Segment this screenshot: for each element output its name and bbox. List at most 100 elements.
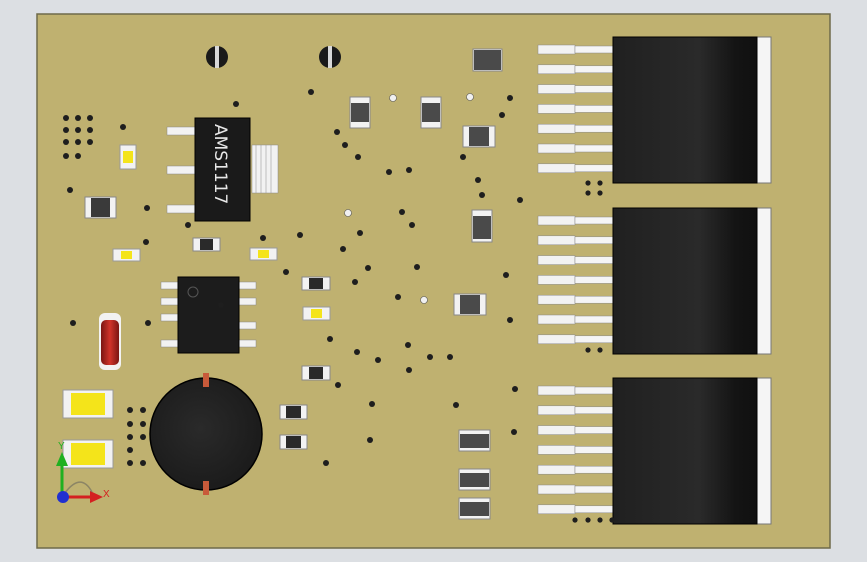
via-4	[63, 127, 69, 133]
via-13	[67, 187, 73, 193]
mosfet-3	[537, 377, 772, 525]
via-54	[386, 169, 392, 175]
via-18	[297, 232, 303, 238]
via-58	[342, 142, 348, 148]
via-cluster-5	[585, 347, 591, 353]
yellow-led-large-2	[62, 439, 114, 469]
smd-cap-10	[462, 125, 496, 148]
soic8-chip	[160, 276, 257, 354]
via-3	[87, 115, 93, 121]
via-6	[87, 127, 93, 133]
regulator-label: AMS1117	[210, 124, 230, 204]
via-5	[75, 127, 81, 133]
via-17	[260, 235, 266, 241]
via-26	[283, 269, 289, 275]
smd-cap-11	[471, 209, 493, 243]
smd-cap-6	[279, 434, 308, 450]
via-40	[511, 429, 517, 435]
yellow-led-small-3	[249, 247, 278, 261]
via-57	[334, 129, 340, 135]
via-14	[144, 205, 150, 211]
via-50	[140, 460, 146, 466]
via-35	[335, 382, 341, 388]
yellow-led-large-1	[62, 389, 114, 419]
via-42	[140, 407, 146, 413]
via-52	[145, 320, 151, 326]
via-67	[308, 89, 314, 95]
via-29	[375, 357, 381, 363]
via-34	[395, 294, 401, 300]
via-16	[185, 222, 191, 228]
test-point-2	[420, 296, 428, 304]
via-25	[352, 279, 358, 285]
test-point-4	[466, 93, 474, 101]
test-point-3	[389, 94, 397, 102]
smd-cap-8	[420, 96, 442, 129]
test-point-1	[344, 209, 352, 217]
via-cluster-7	[585, 517, 591, 523]
via-41	[512, 386, 518, 392]
via-33	[406, 367, 412, 373]
via-43	[127, 407, 133, 413]
ams1117-regulator: AMS1117	[166, 117, 279, 222]
via-10	[63, 153, 69, 159]
smd-cap-13	[458, 429, 491, 452]
via-cluster-2	[597, 180, 603, 186]
yellow-led-small-4	[302, 306, 331, 321]
smd-cap-15	[458, 497, 491, 520]
via-46	[127, 434, 133, 440]
x-axis-label: X	[103, 489, 110, 500]
via-66	[507, 95, 513, 101]
yellow-led-small-1	[119, 144, 137, 170]
via-63	[503, 272, 509, 278]
via-44	[127, 421, 133, 427]
smd-cap-12	[453, 293, 487, 316]
via-20	[357, 230, 363, 236]
via-64	[507, 317, 513, 323]
via-cluster-1	[585, 180, 591, 186]
yellow-led-small-2	[112, 248, 141, 262]
via-15	[143, 239, 149, 245]
smd-components	[84, 48, 503, 520]
via-45	[140, 421, 146, 427]
via-37	[323, 460, 329, 466]
via-38	[367, 437, 373, 443]
smd-cap-9	[472, 48, 503, 72]
via-49	[127, 460, 133, 466]
smd-cap-2	[192, 237, 221, 252]
via-cluster-6	[597, 347, 603, 353]
mounting-hole-right	[319, 46, 341, 68]
via-30	[405, 342, 411, 348]
via-56	[355, 154, 361, 160]
vias	[63, 89, 615, 523]
mounting-hole-left	[206, 46, 228, 68]
via-27	[327, 336, 333, 342]
via-62	[517, 197, 523, 203]
via-47	[140, 434, 146, 440]
mosfets	[537, 36, 772, 525]
smd-cap-4	[301, 365, 331, 381]
via-11	[75, 153, 81, 159]
via-51	[70, 320, 76, 326]
via-48	[127, 447, 133, 453]
smd-cap-14	[458, 468, 491, 491]
via-22	[409, 222, 415, 228]
smd-cap-1	[84, 196, 117, 219]
via-12	[120, 124, 126, 130]
y-axis-label: Y	[58, 441, 65, 452]
via-7	[63, 139, 69, 145]
via-19	[340, 246, 346, 252]
coordinate-triad: X Y	[56, 441, 110, 503]
via-28	[354, 349, 360, 355]
via-55	[406, 167, 412, 173]
via-59	[460, 154, 466, 160]
smd-cap-7	[349, 96, 371, 129]
via-31	[427, 354, 433, 360]
via-23	[414, 264, 420, 270]
via-cluster-10	[572, 517, 578, 523]
via-cluster-3	[585, 190, 591, 196]
via-cluster-8	[597, 517, 603, 523]
via-21	[399, 209, 405, 215]
mosfet-2	[537, 207, 772, 355]
